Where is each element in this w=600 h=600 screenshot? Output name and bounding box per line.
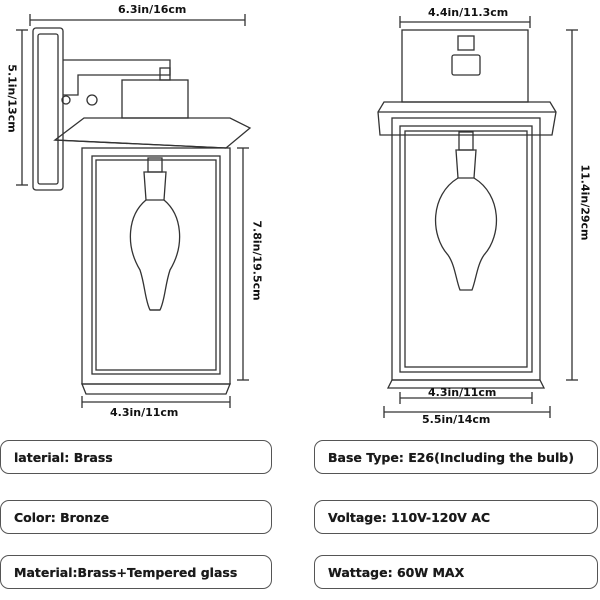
dim-front-total-width: 5.5in/14cm xyxy=(422,413,491,426)
spec-wattage: Wattage: 60W MAX xyxy=(314,555,598,589)
spec-voltage: Voltage: 110V-120V AC xyxy=(314,500,598,534)
dim-side-depth: 5.1in/13cm xyxy=(5,64,19,133)
spec-material-text: laterial: Brass xyxy=(14,449,113,465)
lantern-drawing xyxy=(16,14,578,418)
dim-front-glass-width: 4.3in/11cm xyxy=(428,386,497,399)
dim-side-glass-height: 7.8in/19.5cm xyxy=(250,220,264,301)
dim-side-width: 6.3in/16cm xyxy=(118,3,187,16)
spec-base-type: Base Type: E26(Including the bulb) xyxy=(314,440,598,474)
spec-base-type-text: Base Type: E26(Including the bulb) xyxy=(328,449,574,465)
dim-front-total-height: 11.4in/29cm xyxy=(578,164,592,241)
spec-material-glass: Material:Brass+Tempered glass xyxy=(0,555,272,589)
spec-material: laterial: Brass xyxy=(0,440,272,474)
dim-side-bottom-width: 4.3in/11cm xyxy=(110,406,179,419)
spec-voltage-text: Voltage: 110V-120V AC xyxy=(328,509,491,525)
spec-material-glass-text: Material:Brass+Tempered glass xyxy=(14,564,238,580)
spec-color-text: Color: Bronze xyxy=(14,509,110,525)
spec-wattage-text: Wattage: 60W MAX xyxy=(328,564,465,580)
spec-color: Color: Bronze xyxy=(0,500,272,534)
dim-front-backplate-width: 4.4in/11.3cm xyxy=(428,6,509,19)
